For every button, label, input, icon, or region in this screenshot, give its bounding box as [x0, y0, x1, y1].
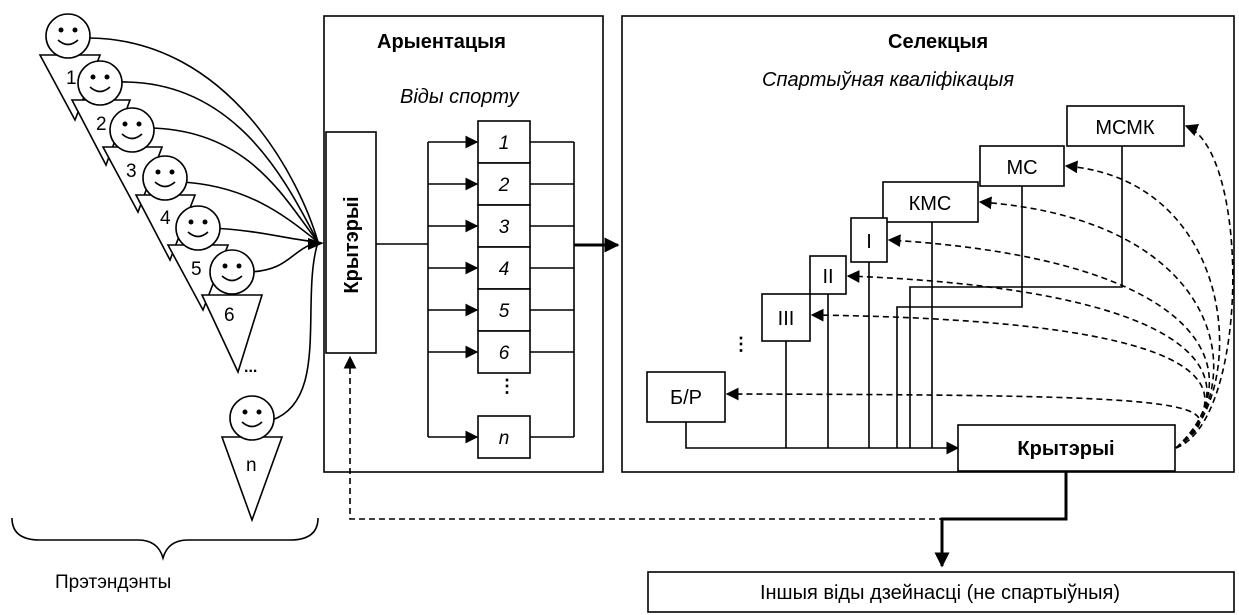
sport-number: 5 — [499, 301, 510, 322]
other-activities-arrow — [942, 471, 1066, 566]
sport-number: 3 — [499, 217, 510, 238]
candidate-number: 6 — [224, 305, 235, 326]
orientation-title: Арыентацыя — [377, 31, 506, 53]
candidate-number: 1 — [66, 68, 77, 89]
orientation-subtitle: Віды спорту — [400, 86, 520, 108]
orientation-criteria-label: Крытэрыі — [341, 196, 363, 293]
candidate-number: 3 — [126, 161, 137, 182]
sport-ellipsis: ⋮ — [498, 376, 516, 396]
rank-label: III — [778, 308, 795, 330]
other-activities-label: Іншыя віды дзейнасці (не спартыўныя) — [760, 582, 1120, 604]
candidates-ellipsis: ... — [244, 359, 257, 376]
sport-number: 6 — [499, 343, 510, 364]
candidate-number: 5 — [191, 259, 202, 280]
selection-title: Селекцыя — [888, 31, 988, 53]
sport-number: 1 — [499, 133, 510, 154]
rank-label: МС — [1006, 157, 1037, 179]
orientation-panel: Арыентацыя Віды спорту Крытэрыі 1 — [324, 16, 603, 472]
candidate-figure: n — [222, 396, 282, 520]
other-activities-box: Іншыя віды дзейнасці (не спартыўныя) — [648, 572, 1234, 612]
sport-number: 2 — [498, 175, 510, 196]
rank-label: II — [822, 266, 833, 288]
rank-label: Б/Р — [670, 387, 702, 409]
candidates-group: 1 2 3 4 — [12, 14, 324, 593]
rank-label: МСМК — [1095, 117, 1155, 139]
candidates-brace — [12, 518, 318, 558]
rank-ellipsis: ⋮ — [732, 334, 750, 354]
sport-number: 4 — [499, 259, 510, 280]
sport-number: n — [499, 428, 510, 449]
candidate-figure: 6 — [202, 250, 262, 372]
rank-label: I — [866, 231, 872, 253]
candidates-label: Прэтэндэнты — [55, 572, 171, 593]
selection-criteria-label: Крытэрыі — [1017, 438, 1114, 460]
candidate-number: n — [246, 455, 257, 476]
rank-label: КМС — [909, 193, 952, 215]
candidate-number: 2 — [96, 114, 107, 135]
selection-subtitle: Спартыўная кваліфікацыя — [762, 69, 1014, 91]
selection-panel: Селекцыя Спартыўная кваліфікацыя МСМК МС… — [622, 16, 1234, 472]
candidate-number: 4 — [160, 208, 171, 229]
